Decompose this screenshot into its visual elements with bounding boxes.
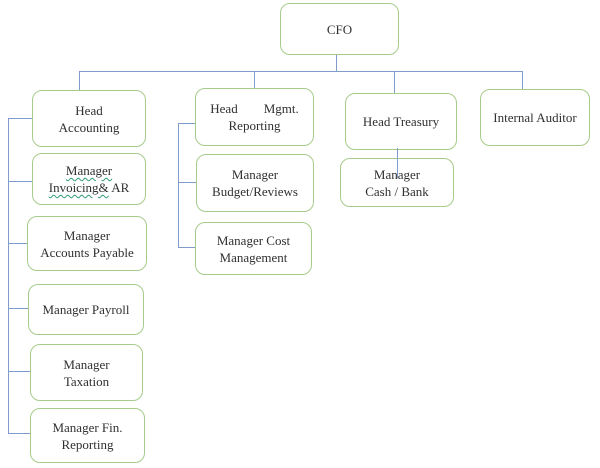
connector-stub-taxation <box>8 371 30 372</box>
node-head-treasury: Head Treasury <box>345 93 457 150</box>
connector-treasury-to-cash-bank <box>397 148 398 178</box>
connector-stub-budget-reviews <box>178 182 196 183</box>
connector-stub-accounts-payable <box>8 243 27 244</box>
node-head-mgmt-reporting: Head Mgmt. Reporting <box>195 88 314 146</box>
connector-stub-cost-management <box>178 247 195 248</box>
connector-drop-head-mgmt <box>254 71 255 88</box>
node-cfo: CFO <box>280 3 399 55</box>
connector-stub-invoicing-ar <box>8 181 32 182</box>
node-manager-cost-management: Manager Cost Management <box>195 222 312 275</box>
node-head-accounting: Head Accounting <box>32 90 146 147</box>
connector-stub-head-mgmt <box>178 123 195 124</box>
node-manager-payroll: Manager Payroll <box>28 284 144 335</box>
connector-mgmt-spine <box>178 123 179 247</box>
node-manager-budget-reviews: Manager Budget/Reviews <box>196 154 314 212</box>
connector-drop-head-accounting <box>79 71 80 90</box>
connector-main-horizontal <box>79 71 523 72</box>
node-internal-auditor: Internal Auditor <box>480 89 590 146</box>
connector-cfo-stub <box>336 53 337 71</box>
connector-stub-payroll <box>8 308 28 309</box>
connector-drop-head-treasury <box>394 71 395 93</box>
connector-accounting-spine <box>8 118 9 433</box>
connector-stub-head-accounting <box>8 118 32 119</box>
node-label-line2-rest: AR <box>108 180 130 195</box>
node-manager-fin-reporting: Manager Fin. Reporting <box>30 408 145 463</box>
node-manager-accounts-payable: Manager Accounts Payable <box>27 216 147 271</box>
node-manager-taxation: Manager Taxation <box>30 344 143 401</box>
node-label-line2-wavy: Invoicing& <box>48 180 109 195</box>
connector-drop-internal-auditor <box>522 71 523 89</box>
connector-stub-fin-reporting <box>8 433 30 434</box>
node-label-line1-wavy: Manager <box>65 163 113 178</box>
